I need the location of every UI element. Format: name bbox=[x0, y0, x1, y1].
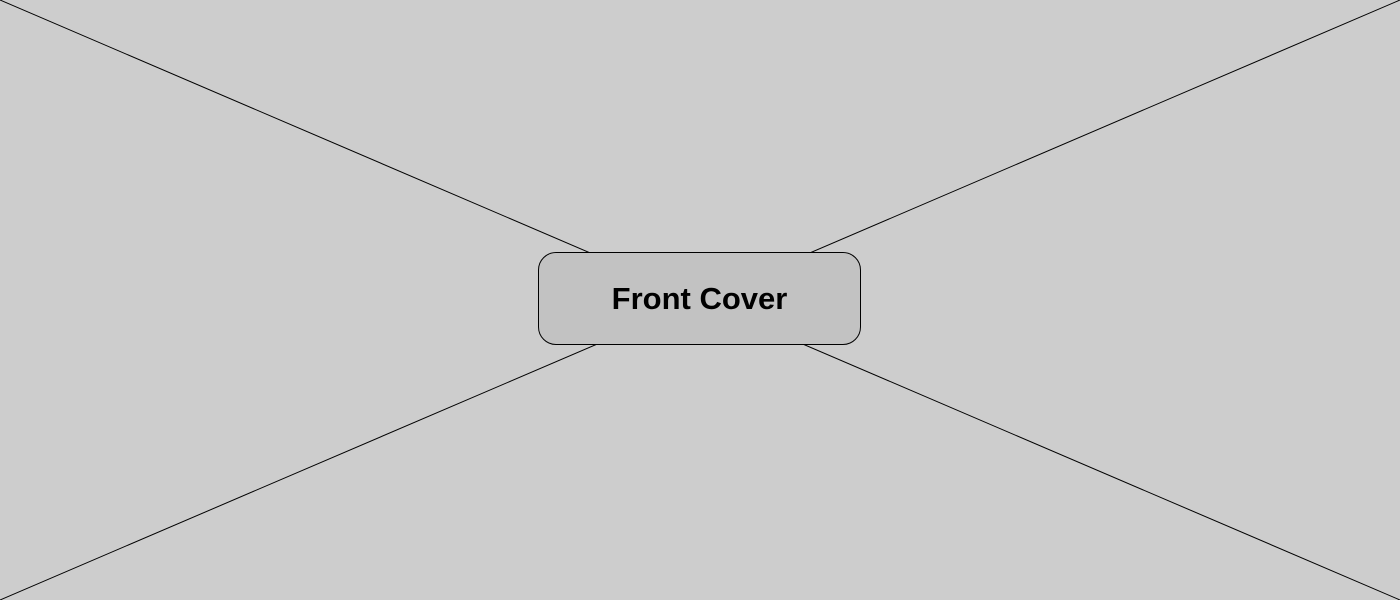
front-cover-label: Front Cover bbox=[611, 280, 788, 316]
front-cover-label-box: Front Cover bbox=[538, 252, 861, 345]
